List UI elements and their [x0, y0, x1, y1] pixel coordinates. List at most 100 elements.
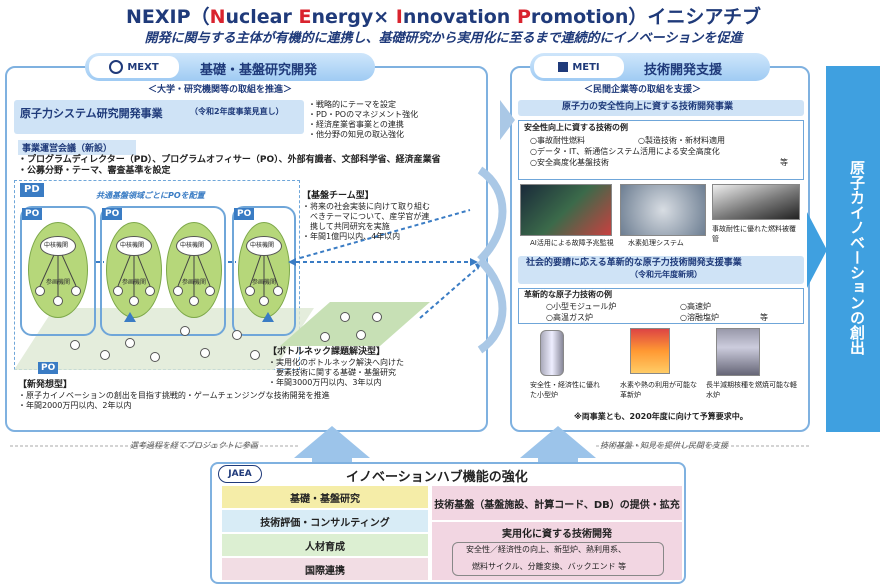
new-idea-line: ・原子カイノベーションの創出を目指す挑戦的・ゲームチェンジングな技術開発を推進 — [18, 391, 330, 400]
hub-right-top: 技術基盤（基盤施設、計算コード、DB）の提供・拡充 — [432, 486, 682, 520]
page-title: NEXIP（Nuclear Energy× Innovation Promoti… — [126, 6, 761, 28]
member-node — [145, 286, 155, 296]
member-node — [259, 296, 269, 306]
bottleneck-line: ・実用化のボトルネック解決へ向けた — [268, 358, 404, 367]
mext-logo: MEXT — [89, 56, 179, 78]
member-node — [70, 340, 80, 350]
hub-item: 人材育成 — [222, 534, 428, 556]
member-node — [125, 338, 135, 348]
foundation-team: 【基盤チーム型】 ・将来の社会実装に向けて取り組む べきテーマについて、産学官が… — [302, 191, 430, 242]
jaea-logo: JAEA — [218, 465, 262, 483]
member-node-label: 参画機関 — [252, 279, 277, 286]
flow-right-label: 技術基盤・知見を提供し民間を支援 — [600, 441, 728, 450]
member-node — [53, 296, 63, 306]
hub-node-label: 中核機関 — [120, 242, 145, 249]
member-node — [71, 286, 81, 296]
hub-item: 技術評価・コンサルティング — [222, 510, 428, 532]
member-node — [273, 286, 283, 296]
council-item: ・公募分野・テーマ、審査基準を設定 — [18, 166, 171, 176]
ai-monitor-image — [520, 184, 612, 236]
member-node — [372, 312, 382, 322]
meti-footnote: ※両事業とも、2020年度に向けて予算要求中。 — [574, 412, 748, 421]
program-point: ・戦略的にテーマを設定 — [308, 100, 396, 109]
safety-examples-box — [518, 120, 804, 180]
program-title-bar — [14, 100, 304, 134]
hub-item: 国際連携 — [222, 558, 428, 580]
member-node — [250, 350, 260, 360]
meti-subheading: ＜民間企業等の取組を支援＞ — [584, 85, 702, 95]
po-badge: PO — [38, 362, 59, 374]
member-node — [245, 286, 255, 296]
innov-example: ○小型モジュール炉 — [546, 302, 617, 311]
meti-logo-icon — [558, 62, 569, 72]
po-frame — [232, 206, 296, 336]
po-frame — [100, 206, 226, 336]
mext-header-label: 基礎・基盤研究開発 — [200, 63, 318, 78]
hub-node — [40, 236, 76, 256]
fuel-cladding-image — [712, 184, 800, 220]
program-point: ・PD・POのマネジメント強化 — [308, 110, 419, 119]
council-items: ・プログラムディレクター（PD）、プログラムオフィサー（PO）、外部有識者、文部… — [18, 155, 441, 177]
safety-image-caption: 事故耐性に優れた燃料被覆管 — [712, 225, 796, 243]
program-points: ・戦略的にテーマを設定 ・PD・POのマネジメント強化 ・経済産業省事業との連携… — [308, 100, 418, 140]
member-node — [356, 330, 366, 340]
member-node — [200, 348, 210, 358]
safety-example: ○データ・IT、新通信システム活用による安全高度化 — [530, 147, 720, 156]
hub-right-line: 安全性／経済性の向上、新型炉、熱利用系、 — [466, 545, 626, 554]
member-node-label: 参画機関 — [122, 279, 147, 286]
hub-node — [116, 236, 152, 256]
foundation-team-title: 【基盤チーム型】 — [302, 191, 374, 201]
hydrogen-system-image — [620, 184, 706, 236]
safety-examples-title: 安全性向上に資する技術の例 — [524, 123, 628, 132]
innov-examples-title: 革新的な原子力技術の例 — [524, 290, 612, 299]
small-reactor-image — [540, 330, 564, 376]
innov-example: ○高速炉 — [680, 302, 711, 311]
innov-image-caption: 長半減期核種を燃焼可能な軽水炉 — [706, 381, 797, 399]
innovative-reactor-image — [630, 328, 670, 374]
safety-example: ○事故耐性燃料 — [530, 136, 585, 145]
member-node-label: 参画機関 — [182, 279, 207, 286]
member-node — [129, 296, 139, 306]
meti-header-label: 技術開発支援 — [644, 63, 723, 78]
member-node — [180, 326, 190, 336]
innov-title: 社会的要請に応える革新的な原子力技術開発支援事業 — [526, 258, 742, 268]
flow-left-label: 選考過程を経てプロジェクトに参画 — [130, 441, 258, 450]
po-frame — [20, 206, 96, 336]
mext-subheading: ＜大学・研究機関等の取組を推進＞ — [148, 85, 293, 95]
safety-image-caption: 水素処理システム — [628, 239, 684, 247]
hub-node-label: 中核機関 — [44, 242, 69, 249]
innov-title-bar — [518, 256, 804, 284]
safety-image-caption: AI活用による故障予兆監視 — [530, 239, 614, 247]
program-note: （令和2年度事業見直し） — [190, 107, 284, 116]
po-note: 共通基盤領域ごとにPOを配置 — [96, 191, 205, 200]
council-item: ・プログラムディレクター（PD）、プログラムオフィサー（PO）、外部有識者、文部… — [18, 155, 441, 165]
member-node — [113, 286, 123, 296]
innovation-output-bar — [826, 66, 880, 432]
bottleneck-title: 【ボトルネック課題解決型】 — [268, 347, 386, 357]
safety-title-bar — [518, 100, 804, 116]
innov-example-etc: 等 — [760, 313, 768, 322]
new-idea-title: 【新発想型】 — [18, 380, 73, 390]
program-point: ・他分野の知見の取込強化 — [308, 130, 404, 139]
hub-right-line: 燃料サイクル、分離変換、バックエンド 等 — [472, 562, 627, 571]
mext-logo-icon — [109, 60, 124, 74]
safety-example: ○製造技術・新材料適用 — [638, 136, 725, 145]
meti-logo: METI — [534, 56, 624, 78]
po-badge: PO — [22, 208, 43, 220]
member-node — [35, 286, 45, 296]
bottleneck-type: 【ボトルネック課題解決型】 ・実用化のボトルネック解決へ向けた 要素技術に関する… — [268, 347, 404, 388]
member-node — [173, 286, 183, 296]
member-node — [189, 296, 199, 306]
hub-right-bracket — [452, 542, 664, 576]
member-node — [205, 286, 215, 296]
feedback-arrows — [477, 100, 515, 354]
bottleneck-line: ・年間3000万円以内、3年以内 — [268, 378, 382, 387]
bottleneck-shade — [280, 302, 430, 346]
hub-title: イノベーションハブ機能の強化 — [346, 470, 528, 485]
council-title: 事業運営会議（新設） — [18, 140, 136, 155]
hub-right-block — [432, 522, 682, 580]
po-badge: PO — [234, 208, 255, 220]
member-node — [340, 312, 350, 322]
new-idea-line: ・年間2000万円以内、2年以内 — [18, 401, 132, 410]
foundation-team-line: 携して共同研究を実施 — [302, 222, 390, 231]
